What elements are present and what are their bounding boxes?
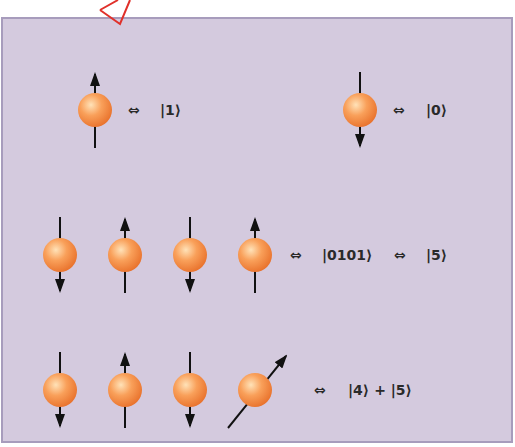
ket-label: |1⟩ xyxy=(160,102,181,119)
ket-label: |0⟩ xyxy=(426,102,447,119)
spin-up xyxy=(238,219,272,293)
spin-down xyxy=(43,217,77,291)
panel xyxy=(2,18,512,442)
spin-down xyxy=(173,352,207,426)
spin-down xyxy=(43,352,77,426)
spin-tilted xyxy=(228,356,286,428)
ket-label: |4⟩ + |5⟩ xyxy=(348,382,412,399)
spin-up xyxy=(108,219,142,293)
spin-down xyxy=(343,72,377,146)
ket-label: |0101⟩ xyxy=(322,247,372,264)
spin-up xyxy=(108,354,142,428)
equivalence-sign: ⇔ xyxy=(393,102,405,119)
spin-down xyxy=(173,217,207,291)
equivalence-sign: ⇔ xyxy=(394,247,406,264)
equivalence-sign: ⇔ xyxy=(128,102,140,119)
ket-label: |5⟩ xyxy=(426,247,447,264)
equivalence-sign: ⇔ xyxy=(290,247,302,264)
spin-up xyxy=(78,74,112,148)
red-mark xyxy=(100,0,130,24)
equivalence-sign: ⇔ xyxy=(314,382,326,399)
